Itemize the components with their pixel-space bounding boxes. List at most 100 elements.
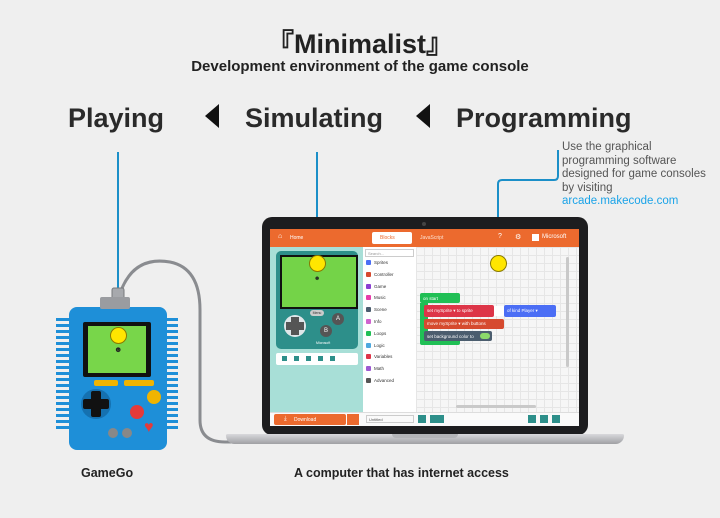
device-a-button[interactable] [147, 390, 161, 404]
category-icon [366, 307, 371, 313]
tab-blocks-bg [372, 232, 412, 244]
restart-icon[interactable] [294, 356, 299, 361]
set-sprite-block[interactable]: set mySprite ▾ to sprite [424, 305, 494, 317]
home-link[interactable]: Home [290, 235, 304, 241]
move-sprite-block[interactable]: move mySprite ▾ with buttons [424, 319, 504, 329]
webcam [422, 222, 426, 226]
device-select-button[interactable] [94, 380, 118, 386]
toolbox-item-label: Math [374, 366, 385, 372]
toolbox-item-label: Info [374, 319, 382, 324]
device-usb-port [100, 297, 130, 309]
toolbox-item[interactable]: Scene [366, 307, 387, 313]
playing-connector-line [117, 152, 119, 336]
toolbox-item-label: Sprites [374, 260, 389, 265]
device-side-grip [56, 318, 70, 430]
editor-bottombar: ⤓ Download Untitled [270, 412, 579, 426]
project-name-input[interactable]: Untitled [366, 415, 414, 423]
microsoft-logo-icon [532, 234, 539, 241]
simulator-b-button[interactable]: B [320, 325, 332, 337]
color-picker-swatch[interactable] [480, 333, 490, 339]
category-icon [366, 366, 371, 372]
simulating-connector-line [316, 152, 318, 263]
simulator-toolbar [276, 353, 358, 365]
arrow-left-icon [205, 104, 219, 128]
background-color-block[interactable]: set background color to [424, 331, 492, 341]
toolbox-item[interactable]: Logic [366, 342, 385, 348]
brand-label: Microsoft [542, 234, 567, 240]
fullscreen-icon[interactable] [330, 356, 335, 361]
stage-simulating-label: Simulating [245, 103, 384, 133]
horizontal-scrollbar[interactable] [456, 405, 536, 408]
page-subtitle: Development environment of the game cons… [191, 58, 529, 75]
on-start-block[interactable]: on start [420, 293, 460, 303]
toolbox-item[interactable]: Loops [366, 330, 387, 336]
category-icon [366, 354, 371, 360]
home-icon[interactable]: ⌂ [278, 233, 283, 240]
device-b-button[interactable] [130, 405, 144, 419]
stage-playing-label: Playing [68, 103, 165, 133]
category-icon [366, 342, 371, 348]
zoom-in-icon[interactable] [552, 415, 560, 423]
vertical-scrollbar[interactable] [566, 257, 569, 367]
save-icon[interactable] [418, 415, 426, 423]
sound-icon[interactable] [306, 356, 311, 361]
toolbox-item-label: Game [374, 283, 387, 289]
gear-icon[interactable]: ⚙ [515, 234, 522, 241]
category-icon [366, 319, 371, 324]
stage-programming-label: Programming [456, 103, 632, 133]
toolbox-item-label: Music [374, 295, 386, 301]
category-icon [366, 378, 371, 383]
toolbox-search-input[interactable]: Search... [365, 249, 414, 257]
stop-icon[interactable] [282, 356, 287, 361]
help-icon[interactable]: ? [498, 233, 502, 240]
toolbox-item-label: Variables [374, 354, 393, 360]
zoom-out-icon[interactable] [540, 415, 548, 423]
player-sprite-icon: ☻ [114, 345, 123, 354]
category-icon [366, 260, 371, 265]
arrow-left-icon [416, 104, 430, 128]
device-extra-button[interactable] [122, 428, 132, 438]
computer-caption: A computer that has internet access [294, 466, 509, 480]
toolbox-item-label: Scene [374, 307, 387, 313]
dpad-horizontal [83, 399, 109, 409]
on-start-block-end [420, 339, 460, 345]
tab-javascript[interactable]: JavaScript [420, 235, 444, 241]
toolbox-item[interactable]: Advanced [366, 378, 394, 383]
programming-marker [490, 255, 507, 272]
more-button[interactable] [347, 414, 359, 425]
sprite-image-icon[interactable] [494, 306, 504, 316]
toolbox-item[interactable]: Sprites [366, 260, 388, 265]
makecode-link[interactable]: arcade.makecode.com [562, 195, 679, 207]
toolbox-item[interactable]: Music [366, 295, 386, 301]
toolbox-item[interactable]: Game [366, 283, 387, 289]
block-workspace[interactable]: on start set mySprite ▾ to sprite of kin… [416, 247, 579, 412]
category-icon [366, 295, 371, 301]
toolbox-item[interactable]: Info [366, 319, 382, 324]
tab-blocks[interactable]: Blocks [380, 235, 395, 241]
toolbox-item[interactable]: Variables [366, 354, 393, 360]
download-label: Download [294, 417, 317, 423]
simulator-menu-button[interactable]: Menu [310, 310, 324, 316]
simulator-a-button[interactable]: A [332, 313, 344, 325]
toolbox-item-label: Logic [374, 342, 385, 348]
dpad-horizontal [286, 322, 304, 330]
category-icon [366, 271, 371, 277]
device-start-button[interactable] [108, 428, 118, 438]
download-button[interactable] [274, 414, 346, 425]
download-icon: ⤓ [284, 416, 287, 422]
undo-icon[interactable] [528, 415, 536, 423]
makecode-note-text: Use the graphical programming software d… [562, 141, 706, 194]
playing-marker [110, 327, 127, 344]
programming-connector-line [497, 150, 559, 266]
of-kind-block[interactable]: of kind Player ▾ [504, 305, 556, 317]
laptop-base [226, 434, 624, 444]
github-icon[interactable] [430, 415, 444, 423]
screenshot-icon[interactable] [318, 356, 323, 361]
page-title: 『Minimalist』 [266, 29, 454, 59]
toolbox-item-label: Loops [374, 330, 387, 336]
toolbox-item[interactable]: Math [366, 366, 385, 372]
heart-icon[interactable]: ♥ [144, 419, 154, 436]
device-menu-button[interactable] [124, 380, 154, 386]
toolbox-item[interactable]: Controller [366, 271, 394, 277]
